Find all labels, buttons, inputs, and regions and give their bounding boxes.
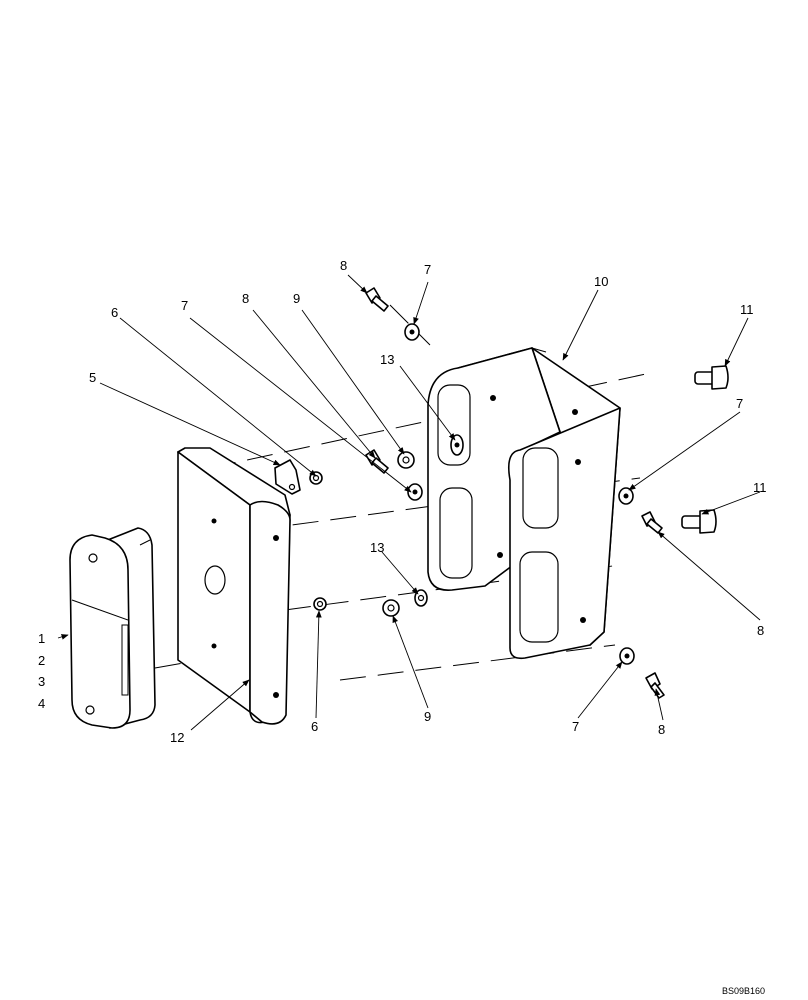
lamp-assembly-parts-1-4	[69, 527, 156, 729]
callout-6-upper: 6	[111, 305, 118, 320]
callout-11-upper: 11	[740, 302, 754, 317]
bolt-part-11-lower	[681, 509, 717, 534]
u-bracket-part-10	[427, 347, 621, 660]
washer-part-7-bottom	[619, 647, 635, 665]
slot-lower-right	[519, 551, 559, 643]
callout-9-upper: 9	[293, 291, 300, 306]
callout-1: 1	[38, 631, 45, 646]
callout-2: 2	[38, 653, 45, 668]
washer-part-7-right	[618, 487, 634, 505]
callout-4: 4	[38, 696, 45, 711]
callout-7-bottom: 7	[572, 719, 579, 734]
callout-3: 3	[38, 674, 45, 689]
bolt-part-8-left	[365, 449, 389, 474]
callout-7-right: 7	[736, 396, 743, 411]
slot-upper-right	[522, 447, 559, 529]
callout-10: 10	[594, 274, 608, 289]
center-hole	[204, 565, 226, 595]
leader-lines	[57, 274, 761, 731]
nut-part-6-upper	[309, 471, 323, 485]
callout-8-top: 8	[340, 258, 347, 273]
washer-part-7-top	[404, 323, 420, 341]
drawing-code: BS09B160	[722, 986, 765, 996]
callout-7-left: 7	[181, 298, 188, 313]
washer-part-7-left	[407, 483, 423, 501]
washer-part-13-upper	[450, 434, 464, 456]
callout-5: 5	[89, 370, 96, 385]
slot-lower-left	[439, 487, 473, 579]
callout-8-left: 8	[242, 291, 249, 306]
bolt-part-8-bottom	[645, 672, 665, 699]
callout-8-bottom: 8	[658, 722, 665, 737]
callout-11-lower: 11	[753, 480, 767, 495]
nut-part-9-lower	[382, 599, 400, 617]
bolt-part-8-top	[365, 287, 389, 312]
callout-13-lower: 13	[370, 540, 384, 555]
nut-part-6-lower	[313, 597, 327, 611]
bolt-part-8-right	[641, 511, 663, 534]
nut-part-9-upper	[397, 451, 415, 469]
callout-labels: 1 2 3 4 5 6 7 8 9 8 7 13 10 11 7 11 8 13…	[38, 258, 767, 745]
callout-13-upper: 13	[380, 352, 394, 367]
channel-bracket-part-12	[177, 447, 291, 725]
callout-12: 12	[170, 730, 184, 745]
clip-part-5	[274, 459, 301, 495]
bolt-part-11-upper	[694, 365, 729, 390]
callout-6-lower: 6	[311, 719, 318, 734]
callout-9-lower: 9	[424, 709, 431, 724]
callout-8-right: 8	[757, 623, 764, 638]
callout-7-top: 7	[424, 262, 431, 277]
